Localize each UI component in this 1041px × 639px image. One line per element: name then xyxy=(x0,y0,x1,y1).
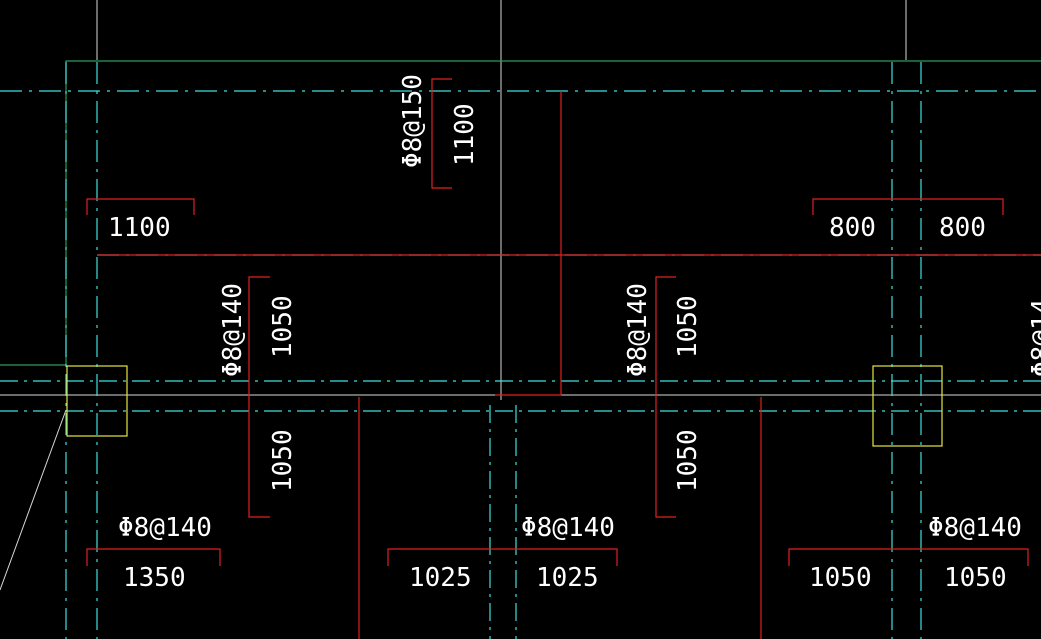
column-right xyxy=(872,365,943,447)
dim-mid-left-lower: 1050 xyxy=(268,429,298,492)
dim-bottom-center-right: 1025 xyxy=(536,563,599,593)
dim-bottom-right-right: 1050 xyxy=(944,563,1007,593)
rebar-label-bottom-center: Φ8@140 xyxy=(521,513,615,543)
rebar-label-right-edge: Φ8@14 xyxy=(1027,299,1041,377)
dim-mid-center-lower: 1050 xyxy=(673,429,703,492)
rebar-label-mid-left: Φ8@140 xyxy=(218,283,248,377)
dim-bottom-right-left: 1050 xyxy=(809,563,872,593)
dim-bottom-center-left: 1025 xyxy=(409,563,472,593)
dim-bottom-left: 1350 xyxy=(123,563,186,593)
rebar-lines xyxy=(86,78,1041,639)
column-left xyxy=(66,365,128,437)
rebar-label-mid-center: Φ8@140 xyxy=(623,283,653,377)
dim-top-vertical: 1100 xyxy=(450,103,480,166)
axis-lines xyxy=(0,62,1041,639)
rebar-label-bottom-right: Φ8@140 xyxy=(928,513,1022,543)
dim-mid-center-upper: 1050 xyxy=(673,295,703,358)
dim-upper-left: 1100 xyxy=(108,213,171,243)
rebar-label-top: Φ8@150 xyxy=(398,74,428,168)
dim-upper-right-right: 800 xyxy=(939,213,986,243)
dim-mid-left-upper: 1050 xyxy=(268,295,298,358)
rebar-label-bottom-left: Φ8@140 xyxy=(118,513,212,543)
slab-edge-lines xyxy=(0,60,1041,366)
annotations: Φ8@150 1100 1100 800 800 Φ8@140 1050 105… xyxy=(108,74,1041,593)
dim-upper-right-left: 800 xyxy=(829,213,876,243)
columns xyxy=(66,365,943,447)
